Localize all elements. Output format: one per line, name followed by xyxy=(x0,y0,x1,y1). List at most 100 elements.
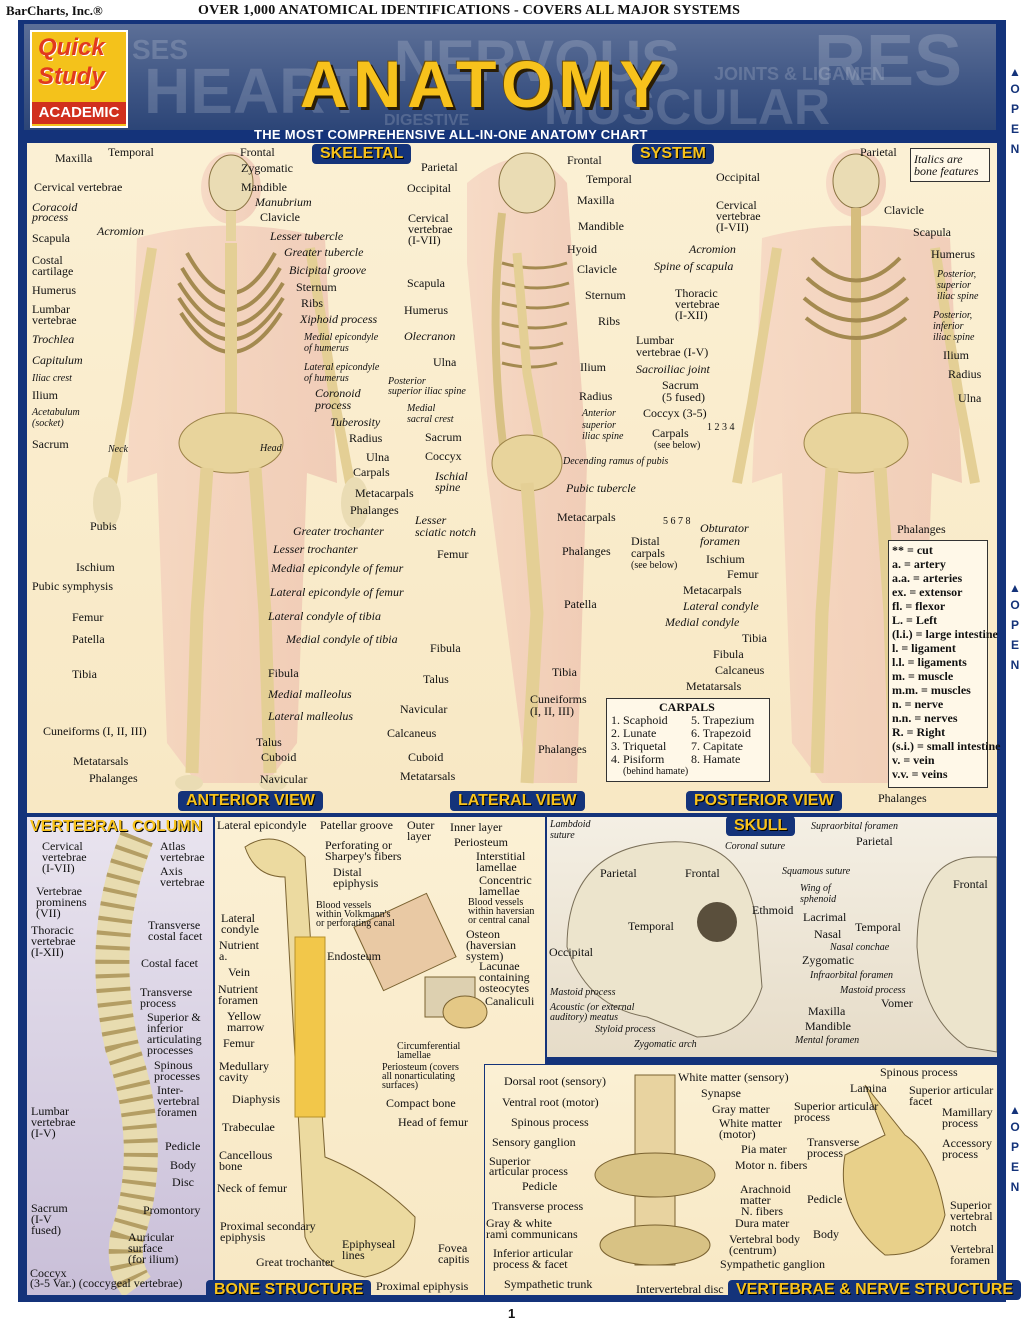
skull-panel xyxy=(546,816,998,1058)
nerve-label: articular process xyxy=(489,1164,568,1178)
posterior-label: vertebrae xyxy=(675,297,720,311)
nerve-label: Sensory ganglion xyxy=(492,1135,576,1149)
vertebral-label: surface xyxy=(128,1241,163,1255)
vertebral-label: Body xyxy=(170,1158,197,1172)
anterior-label: Lateral malleolus xyxy=(268,709,354,723)
nerve-label: Accessory xyxy=(942,1136,992,1150)
vertebral-label: Vertebrae xyxy=(36,884,82,898)
anterior-label: of humerus xyxy=(304,373,349,384)
posterior-label: Phalanges xyxy=(878,791,927,805)
abbreviation-item: L. = Left xyxy=(892,613,938,627)
abbreviation-item: n.n. = nerves xyxy=(892,711,958,725)
posterior-label: iliac spine xyxy=(937,291,979,302)
abbreviation-item: ** = cut xyxy=(892,543,933,557)
nerve-label: Vertebral body xyxy=(729,1232,800,1246)
skull-label: Parietal xyxy=(856,834,893,848)
skeletal-panel xyxy=(26,142,998,814)
bone-label: Neck of femur xyxy=(217,1181,287,1195)
anterior-label: Greater tubercle xyxy=(284,245,364,259)
skull-label: Temporal xyxy=(855,920,901,934)
vertebral-label: Auricular xyxy=(128,1230,174,1244)
nerve-label: Spinous process xyxy=(880,1065,958,1079)
skull-label: Mandible xyxy=(805,1019,851,1033)
anterior-skeleton xyxy=(93,152,369,791)
nerve-label: foramen xyxy=(950,1253,990,1267)
anterior-label: Manubrium xyxy=(255,195,312,209)
open-label: OPEN xyxy=(1008,598,1022,678)
lateral-label: superior iliac spine xyxy=(388,386,466,397)
abbreviation-item: n. = nerve xyxy=(892,697,944,711)
bone-label: epiphysis xyxy=(220,1230,266,1244)
open-tab[interactable]: ▲ OPEN xyxy=(1008,62,1022,162)
skull-label: Ethmoid xyxy=(752,903,794,917)
posterior-label: Scapula xyxy=(913,225,951,239)
femur-illustration xyxy=(244,838,488,1278)
bg-word: DIGESTIVE xyxy=(384,112,470,129)
open-tab[interactable]: ▲ OPEN xyxy=(1008,1100,1022,1200)
anterior-label: Ilium xyxy=(32,388,58,402)
posterior-label: carpals xyxy=(631,546,665,560)
bg-word: HEART xyxy=(144,55,365,127)
section-bone-structure: BONE STRUCTURE xyxy=(206,1280,372,1300)
lateral-skeleton xyxy=(467,152,587,784)
anterior-label: Pubic symphysis xyxy=(32,579,114,593)
bone-label: Femur xyxy=(223,1036,255,1050)
bone-label: Head of femur xyxy=(398,1115,468,1129)
anterior-label: Iliac crest xyxy=(32,373,72,384)
posterior-label: Posterior, xyxy=(933,310,973,321)
arrow-up-icon: ▲ xyxy=(1009,581,1021,595)
anterior-label: vertebrae xyxy=(32,313,77,327)
section-posterior-view: POSTERIOR VIEW xyxy=(686,791,842,811)
lateral-label: Tibia xyxy=(552,665,577,679)
vertebral-label: Inter- xyxy=(157,1083,184,1097)
bone-label: marrow xyxy=(227,1020,265,1034)
nerve-label: Mamillary xyxy=(942,1105,993,1119)
posterior-label: 5 6 7 8 xyxy=(663,516,691,527)
posterior-label: Phalanges xyxy=(897,522,946,536)
posterior-label: 1 2 3 4 xyxy=(707,422,735,433)
nerve-label: Synapse xyxy=(701,1086,741,1100)
posterior-label: Tibia xyxy=(742,631,767,645)
abbreviation-item: l. = ligament xyxy=(892,641,956,655)
anterior-label: Capitulum xyxy=(32,353,83,367)
anterior-label: Cuboid xyxy=(261,750,297,764)
section-vertebrae-nerve: VERTEBRAE & NERVE STRUCTURE xyxy=(728,1280,1022,1300)
posterior-label: Sacroiliac joint xyxy=(636,362,710,376)
lateral-label: Hyoid xyxy=(567,242,597,256)
section-system: SYSTEM xyxy=(632,144,714,164)
bone-label: Compact bone xyxy=(386,1096,456,1110)
posterior-label: (I-XII) xyxy=(675,308,708,322)
bone-label: Great trochanter xyxy=(256,1255,335,1269)
nerve-label: Inferior articular xyxy=(493,1246,573,1260)
lateral-label: Metacarpals xyxy=(557,510,616,524)
bone-label: Concentric xyxy=(479,873,532,887)
carpal-item: 6. Trapezoid xyxy=(691,726,751,740)
posterior-label: (I-VII) xyxy=(716,220,749,234)
skull-label: Lambdoid xyxy=(550,819,591,830)
open-tab[interactable]: ▲ OPEN xyxy=(1008,578,1022,678)
abbreviation-item: l.l. = ligaments xyxy=(892,655,967,669)
bone-label: lamellae xyxy=(397,1050,431,1061)
nerve-label: rami communicans xyxy=(486,1227,578,1241)
anterior-label: Ulna xyxy=(366,450,390,464)
posterior-label: (see below) xyxy=(631,560,678,571)
vertebral-label: vertebrae xyxy=(42,850,87,864)
vertebral-label: Sacrum xyxy=(31,1201,68,1215)
anterior-label: Sternum xyxy=(296,280,337,294)
lateral-label: Temporal xyxy=(586,172,632,186)
top-strip xyxy=(0,0,1024,20)
vertebral-label: vertebrae xyxy=(160,875,205,889)
bone-label: Blood vessels xyxy=(316,900,372,911)
lateral-label: Ribs xyxy=(598,314,621,328)
bone-label: Interstitial xyxy=(476,849,526,863)
posterior-label: iliac spine xyxy=(933,332,975,343)
bone-label: condyle xyxy=(221,922,259,936)
carpals-note: (behind hamate) xyxy=(623,766,689,777)
bone-label: within Volkmann's xyxy=(316,909,391,920)
bone-label: Proximal secondary xyxy=(220,1219,316,1233)
lateral-label: (I-VII) xyxy=(408,233,441,247)
anterior-label: Acetabulum xyxy=(32,407,80,418)
anterior-label: Sacrum xyxy=(32,437,69,451)
posterior-label: Lateral condyle xyxy=(683,599,759,613)
nerve-label: process xyxy=(942,1147,978,1161)
